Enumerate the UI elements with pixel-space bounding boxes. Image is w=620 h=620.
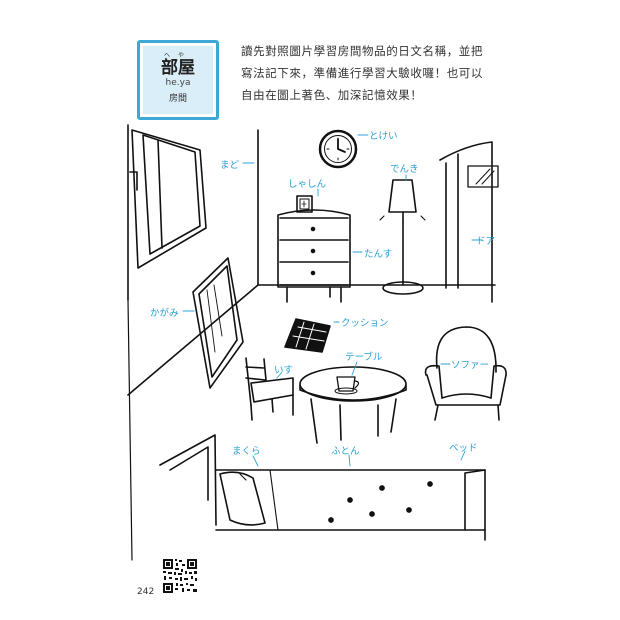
label-mado: まど [220,160,240,171]
chair-drawing [245,357,294,421]
clock-drawing [318,129,358,169]
label-sofaa: ソファー [451,360,490,371]
label-leaders [182,134,483,467]
label-makura: まくら [232,446,261,457]
door-drawing [439,141,499,303]
label-tansu: たんす [364,249,393,260]
page-number: 242 [137,587,155,597]
label-shashin: しゃしん [288,179,327,190]
instruction-text: 讀先對照圖片學習房間物品的日文名稱，並把寫法記下來，準備進行學習大驗收囉！也可以… [241,44,483,102]
cushion-drawing [284,318,331,353]
bed-drawing [159,434,486,541]
duvet-flowers [328,481,433,523]
label-teeburu: テーブル [345,352,383,363]
label-beddo: ベッド [449,443,478,454]
label-doa: ドア [476,236,496,247]
title-box: へや 部屋 he.ya 房間 [137,40,219,120]
label-kagami: かがみ [150,308,179,319]
label-isu: いす [274,365,294,376]
title-romaji: he.ya [165,78,191,88]
photo-frame-drawing [296,195,313,213]
table-drawing [299,366,407,444]
sofa-drawing [424,326,507,421]
qr-code-icon [162,558,198,594]
window-drawing [129,129,207,269]
label-kusshon: クッション [341,318,389,329]
label-denki: でんき [390,164,419,175]
title-chinese: 房間 [168,94,187,104]
title-kanji: 部屋 [161,58,195,78]
lamp-drawing [379,179,426,295]
chest-drawing [277,209,351,303]
title-inner: へや 部屋 he.ya 房間 [143,46,213,114]
mirror-drawing [192,257,244,389]
label-tokei: とけい [369,131,398,142]
label-futon: ふとん [331,446,360,457]
title-ruby: へや [163,52,192,59]
